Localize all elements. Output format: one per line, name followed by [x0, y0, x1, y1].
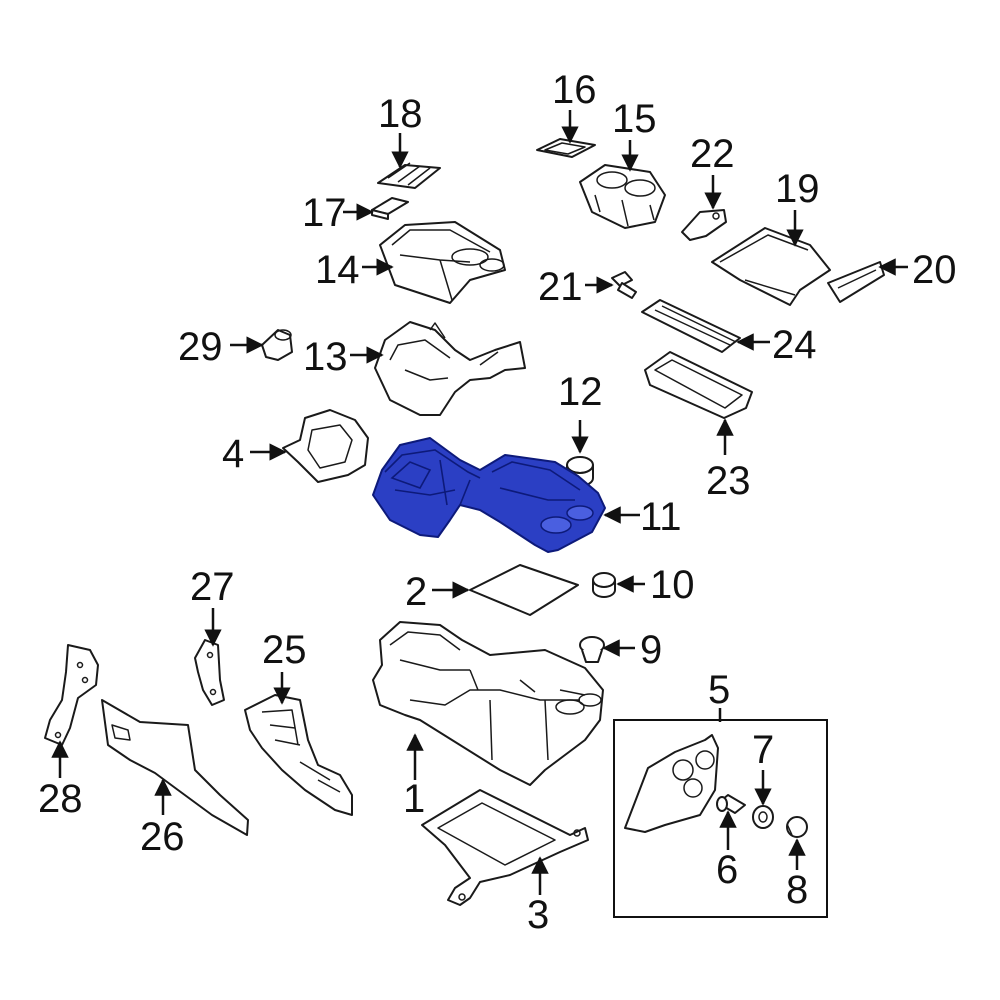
- callout-6: 6: [716, 848, 738, 892]
- part-8: [786, 816, 808, 838]
- callout-22: 22: [690, 132, 735, 176]
- part-9: [579, 636, 605, 663]
- part-25: [244, 694, 353, 816]
- part-28: [44, 644, 99, 746]
- callout-1: 1: [403, 777, 425, 821]
- callout-27: 27: [190, 565, 235, 609]
- part-17: [371, 197, 409, 220]
- part-11-highlighted: [372, 437, 606, 553]
- callout-labels: 16 15 18 17 14 22 19 20 21 24 23 29 13 1…: [38, 68, 957, 937]
- part-1: [372, 621, 604, 786]
- callout-28: 28: [38, 777, 83, 821]
- part-22: [681, 209, 727, 241]
- callout-24: 24: [772, 323, 817, 367]
- callout-26: 26: [140, 815, 185, 859]
- part-27: [194, 639, 225, 706]
- part-24: [641, 299, 741, 353]
- callout-18: 18: [378, 92, 423, 136]
- callout-8: 8: [786, 868, 808, 912]
- part-21: [611, 271, 637, 299]
- callout-2: 2: [405, 570, 427, 614]
- part-26: [101, 699, 249, 836]
- callout-11: 11: [640, 495, 682, 539]
- part-2: [469, 564, 579, 616]
- callout-14: 14: [315, 248, 360, 292]
- callout-25: 25: [262, 628, 307, 672]
- part-23: [644, 351, 753, 419]
- callout-12: 12: [558, 370, 603, 414]
- callout-9: 9: [640, 628, 662, 672]
- callout-23: 23: [706, 459, 751, 503]
- leader-lines: [51, 110, 908, 895]
- callout-13: 13: [303, 335, 348, 379]
- part-20: [827, 261, 885, 303]
- callout-7: 7: [752, 728, 774, 772]
- part-19: [711, 227, 831, 306]
- callout-15: 15: [612, 97, 657, 141]
- callout-3: 3: [527, 893, 549, 937]
- part-10: [592, 572, 616, 598]
- part-6: [716, 794, 746, 814]
- callout-19: 19: [775, 167, 820, 211]
- part-4: [282, 409, 369, 483]
- part-13: [374, 321, 526, 416]
- callout-10: 10: [650, 563, 695, 607]
- part-15: [579, 164, 666, 229]
- part-7: [752, 805, 774, 829]
- callout-29: 29: [178, 325, 223, 369]
- part-16: [536, 138, 596, 158]
- part-3: [421, 789, 589, 906]
- part-5: [624, 734, 719, 833]
- callout-4: 4: [222, 432, 244, 476]
- callout-17: 17: [302, 191, 347, 235]
- callout-21: 21: [538, 265, 583, 309]
- callout-5: 5: [708, 668, 730, 712]
- callout-16: 16: [552, 68, 597, 112]
- part-29: [261, 329, 293, 361]
- part-18: [377, 162, 441, 189]
- part-14: [379, 221, 506, 304]
- callout-20: 20: [912, 248, 957, 292]
